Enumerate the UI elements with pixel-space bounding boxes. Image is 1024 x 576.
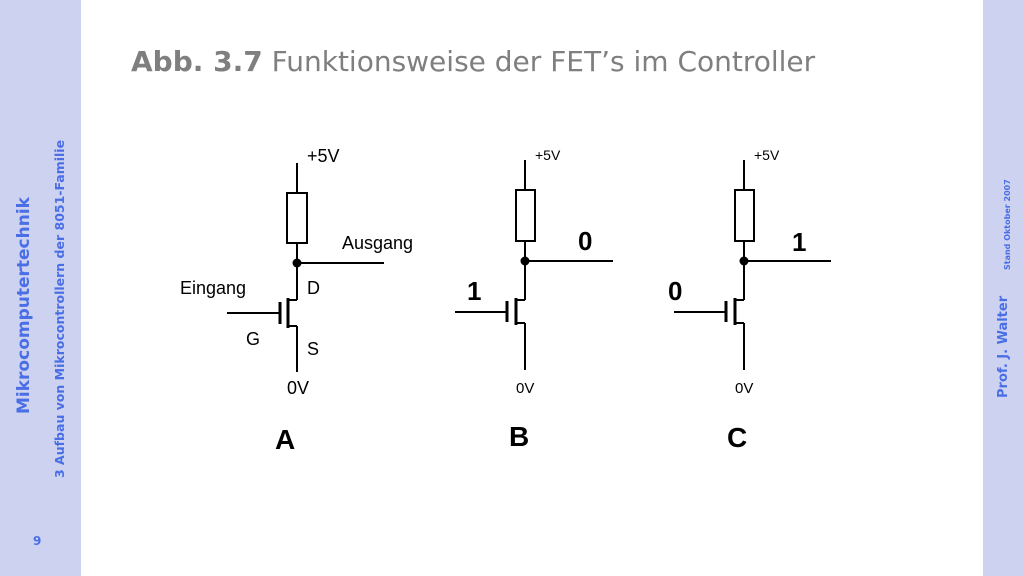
input-value-b: 1 — [467, 276, 481, 306]
gate-label-a: G — [246, 329, 260, 349]
circuit-name-c: C — [727, 422, 747, 453]
source-label-a: S — [307, 339, 319, 359]
resistor-c — [734, 189, 755, 242]
supply-label-c: +5V — [754, 147, 780, 163]
resistor-a — [286, 192, 308, 244]
output-label-a: Ausgang — [342, 233, 413, 253]
output-value-b: 0 — [578, 226, 592, 256]
resistor-b — [515, 189, 536, 242]
input-label-a: Eingang — [180, 278, 246, 298]
supply-label-a: +5V — [307, 146, 340, 166]
output-value-c: 1 — [792, 227, 806, 257]
left-sidebar — [0, 0, 81, 576]
slide-title: Abb. 3.7 Funktionsweise der FET’s im Con… — [131, 45, 815, 78]
figure-caption: Funktionsweise der FET’s im Controller — [271, 45, 816, 78]
page-number: 9 — [33, 534, 42, 548]
circuit-name-b: B — [509, 421, 529, 452]
ground-label-a: 0V — [287, 378, 309, 398]
junction-dot-c — [739, 256, 749, 266]
circuit-b — [455, 160, 613, 370]
junction-dot-a — [292, 258, 302, 268]
ground-label-c: 0V — [735, 380, 753, 397]
right-sidebar — [983, 0, 1024, 576]
circuit-a — [227, 163, 384, 372]
circuit-name-a: A — [275, 424, 295, 455]
circuit-c — [674, 160, 831, 370]
drain-label-a: D — [307, 278, 320, 298]
ground-label-b: 0V — [516, 380, 534, 397]
input-value-c: 0 — [668, 276, 682, 306]
junction-dot-b — [520, 256, 530, 266]
supply-label-b: +5V — [535, 147, 561, 163]
figure-number: Abb. 3.7 — [131, 45, 263, 78]
